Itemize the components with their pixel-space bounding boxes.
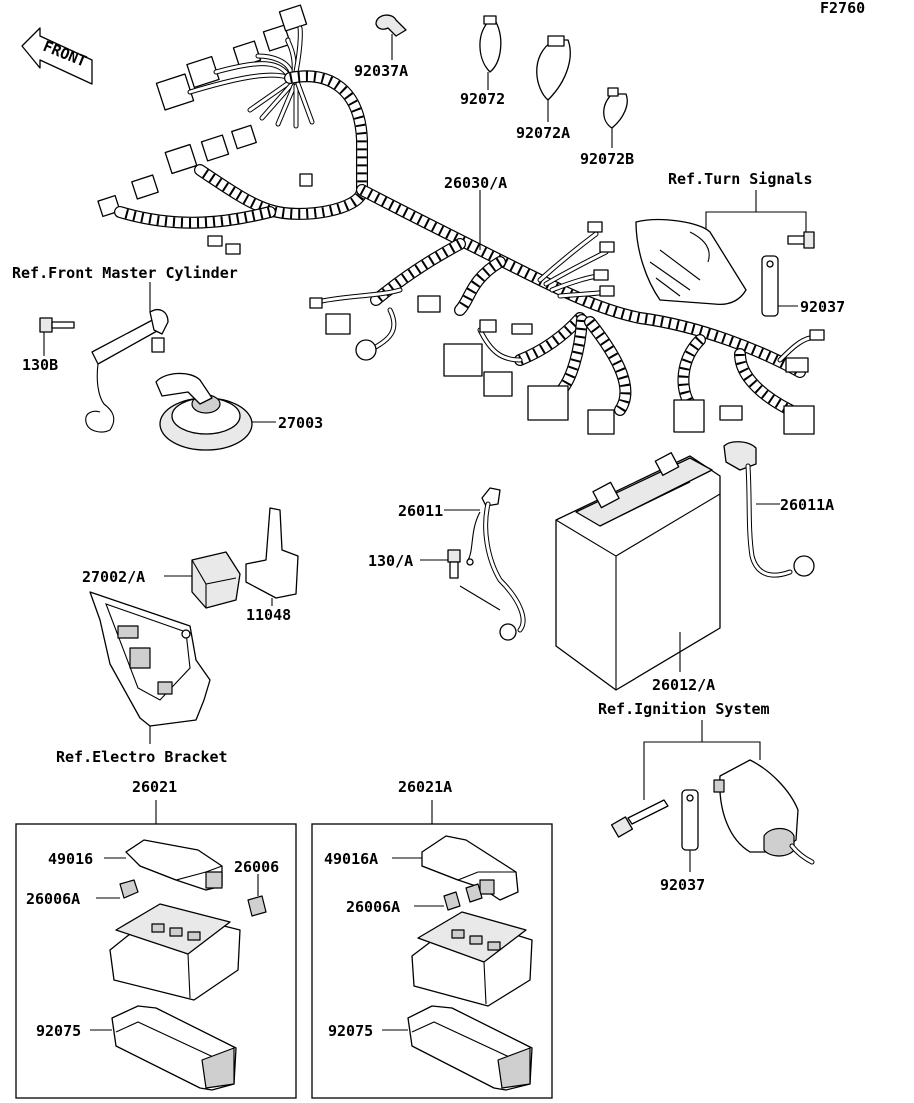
horn-bracket-icon [85,308,169,433]
fusebox-26021A-frame [311,823,553,1099]
fusebox-26021-body-icon [109,903,241,1001]
bracket-11048-icon [245,507,299,599]
fuse-26006-icon [247,895,267,917]
ref-electro-bracket: Ref.Electro Bracket [56,748,228,766]
battery-26012A-icon [555,452,721,691]
cover-49016A-icon [421,835,519,901]
callout-26006: 26006 [234,858,279,876]
turn-signal-lens-icon [635,219,747,306]
callout-130A: 130/A [368,552,413,570]
callout-26011A: 26011A [780,496,834,514]
horn-27003-icon [155,372,253,451]
callout-26021A: 26021A [398,778,452,796]
callout-92072A: 92072A [516,124,570,142]
harness-connectors-lower [309,221,825,435]
ref-front-master-cylinder: Ref.Front Master Cylinder [12,264,238,282]
ignition-coil-icon [713,759,815,865]
screw-icon [787,231,815,249]
clamp-92037-ign-icon [681,789,699,851]
fusebox-26021-frame [15,823,297,1099]
figure-code: F2760 [820,0,865,17]
callout-26012A: 26012/A [652,676,715,694]
callout-27003: 27003 [278,414,323,432]
callout-11048: 11048 [246,606,291,624]
callout-26006A-right: 26006A [346,898,400,916]
callout-92072B: 92072B [580,150,634,168]
clamp-92037A [375,14,407,37]
callout-49016A: 49016A [324,850,378,868]
callout-92037A: 92037A [354,62,408,80]
cap-92075-right-icon [407,1005,533,1091]
lead-26011A-icon [723,441,815,578]
ignition-bolt-icon [610,799,669,838]
relay-27002A-icon [191,551,241,609]
callout-26021: 26021 [132,778,177,796]
harness-connectors-upper [97,4,313,255]
callout-92075-right: 92075 [328,1022,373,1040]
band-92072A [536,35,571,101]
lead-26011-icon [466,487,526,641]
band-92072 [479,15,502,73]
callout-92075-left: 92075 [36,1022,81,1040]
front-arrow-icon: FRONT [21,27,93,85]
ref-ignition-system: Ref.Ignition System [598,700,770,718]
callout-27002A: 27002/A [82,568,145,586]
callout-92037-turn: 92037 [800,298,845,316]
clamp-92037-turn-icon [761,255,779,317]
callout-130B: 130B [22,356,58,374]
electro-bracket-icon [89,591,211,727]
callout-92037-ign: 92037 [660,876,705,894]
callout-26006A-left: 26006A [26,890,80,908]
band-92072B [603,87,628,129]
fuse-26006A-right-icon [443,883,483,911]
cap-92075-left-icon [111,1005,237,1091]
main-harness [97,4,825,435]
bolt-130B-icon [39,317,75,333]
fuse-26006A-left-icon [119,879,139,899]
callout-49016: 49016 [48,850,93,868]
callout-26011: 26011 [398,502,443,520]
callout-92072: 92072 [460,90,505,108]
cover-49016-icon [125,839,223,891]
bolt-130A-icon [447,549,501,611]
ref-turn-signals: Ref.Turn Signals [668,170,813,188]
callout-26030A: 26030/A [444,174,507,192]
fusebox-26021A-body-icon [411,911,533,1007]
